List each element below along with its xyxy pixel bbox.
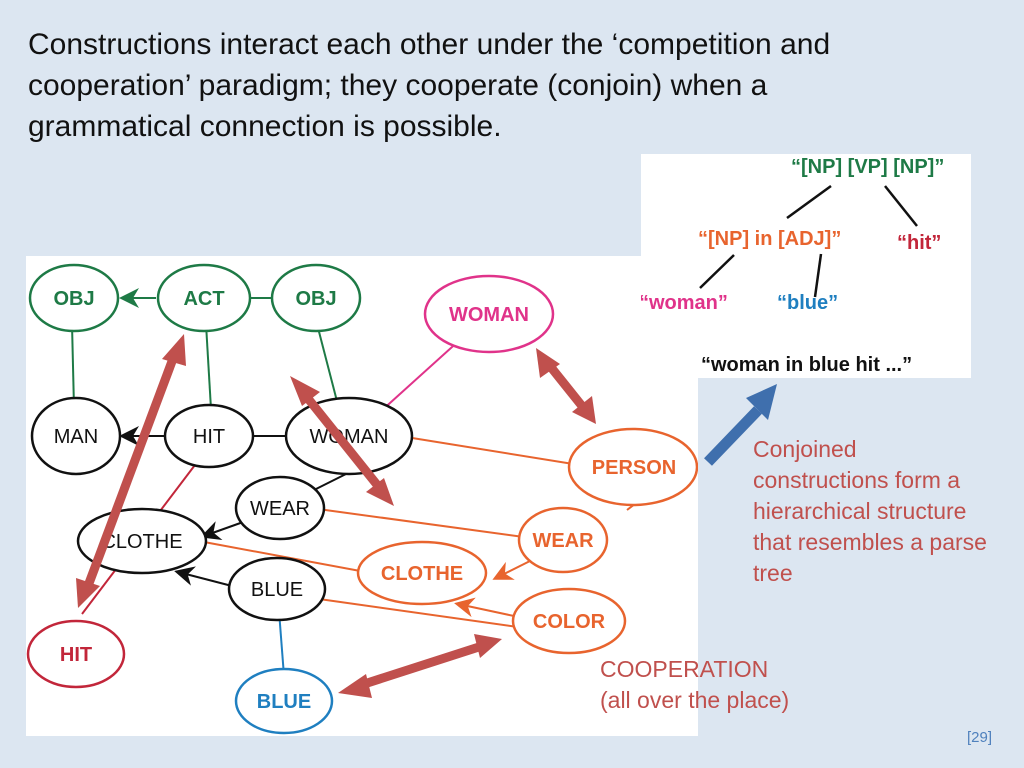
cooperation-arrows [76, 334, 596, 698]
node-label: HIT [193, 426, 225, 448]
node-hit: HIT [163, 403, 255, 469]
title-line: Constructions interact each other under … [28, 28, 831, 61]
node-obj-right: OBJ [270, 263, 362, 333]
node-label: HIT [60, 644, 92, 666]
node-act: ACT [156, 263, 252, 333]
note-line: constructions form a [753, 467, 961, 493]
node-label: MAN [54, 426, 98, 448]
slide-title: Constructions interact each other under … [28, 24, 988, 147]
edge-wear-clothe [200, 520, 247, 541]
node-man: MAN [30, 396, 122, 476]
construction-graph: OBJ ACT OBJ MAN HIT WOMAN WEAR CLOTHE BL… [26, 256, 698, 736]
node-wear: WEAR [234, 475, 326, 541]
node-label: PERSON [592, 457, 676, 479]
node-label: OBJ [295, 288, 336, 310]
cooperation-label: COOPERATION (all over the place) [600, 654, 789, 716]
title-line: cooperation’ paradigm; they cooperate (c… [28, 69, 768, 102]
node-woman: WOMAN [284, 396, 414, 476]
node-label: WEAR [250, 498, 310, 520]
cooperation-line: (all over the place) [600, 687, 790, 713]
double-arrow-hit-act [76, 334, 186, 608]
edge-blue-clothe [174, 566, 233, 587]
node-label: CLOTHE [101, 531, 182, 553]
tree-woman: “woman” [641, 292, 728, 314]
note-line: Conjoined [753, 436, 857, 462]
edge-coloro-clotheo [454, 597, 515, 618]
edge-woman-person [405, 436, 599, 469]
node-woman-pink: WOMAN [423, 274, 555, 354]
tree-blue: “blue” [777, 292, 838, 314]
tree-edges [699, 184, 918, 298]
edge-blue-bluenode [278, 610, 285, 677]
node-wear-orange: WEAR [517, 506, 609, 574]
node-hit-red: HIT [26, 619, 126, 689]
node-color-orange: COLOR [511, 587, 627, 655]
node-label: BLUE [251, 579, 303, 601]
tree-hit: “hit” [897, 232, 941, 254]
node-person: PERSON [567, 427, 698, 507]
edge-wear-wearo [317, 508, 547, 541]
note-line: tree [753, 560, 793, 586]
graph-svg: OBJ ACT OBJ MAN HIT WOMAN WEAR CLOTHE BL… [26, 263, 698, 735]
tree-edge [786, 184, 832, 220]
tree-edge [699, 254, 735, 289]
parse-tree: “[NP] [VP] [NP]” “[NP] in [ADJ]” “hit” “… [641, 154, 971, 378]
node-label: OBJ [53, 288, 94, 310]
node-label: COLOR [533, 611, 606, 633]
node-blue: BLUE [227, 556, 327, 622]
page-number: [29] [967, 729, 993, 746]
double-arrow-blue-color [338, 634, 502, 698]
double-arrow-woman-person [536, 348, 596, 424]
title-line: grammatical connection is possible. [28, 110, 502, 143]
edge-woman-pink [379, 337, 463, 413]
node-label: WOMAN [449, 304, 529, 326]
node-label: ACT [183, 288, 224, 310]
tree-root: “[NP] [VP] [NP]” [791, 156, 944, 178]
edge-obj2-woman [316, 323, 340, 410]
node-blue-blue: BLUE [234, 667, 334, 735]
tree-edge [813, 253, 823, 298]
edge-blue-coloro [311, 597, 547, 632]
node-obj-left: OBJ [28, 263, 120, 333]
edge-obj1-man [71, 323, 75, 409]
conjoined-note: Conjoined constructions form a hierarchi… [753, 434, 1023, 589]
tree-np-adj: “[NP] in [ADJ]” [698, 228, 841, 250]
node-label: BLUE [257, 691, 311, 713]
node-label: CLOTHE [381, 563, 463, 585]
node-clothe-orange: CLOTHE [356, 540, 488, 606]
cooperation-line: COOPERATION [600, 656, 769, 682]
tree-sentence: “woman in blue hit ...” [701, 354, 912, 376]
node-label: WEAR [532, 530, 594, 552]
double-arrow-obj-clothe [290, 376, 394, 506]
note-line: hierarchical structure [753, 498, 967, 524]
tree-svg: “[NP] [VP] [NP]” “[NP] in [ADJ]” “hit” “… [641, 156, 944, 376]
edge-act-hit [205, 323, 212, 410]
note-line: that resembles a parse [753, 529, 987, 555]
tree-edge [884, 185, 918, 227]
